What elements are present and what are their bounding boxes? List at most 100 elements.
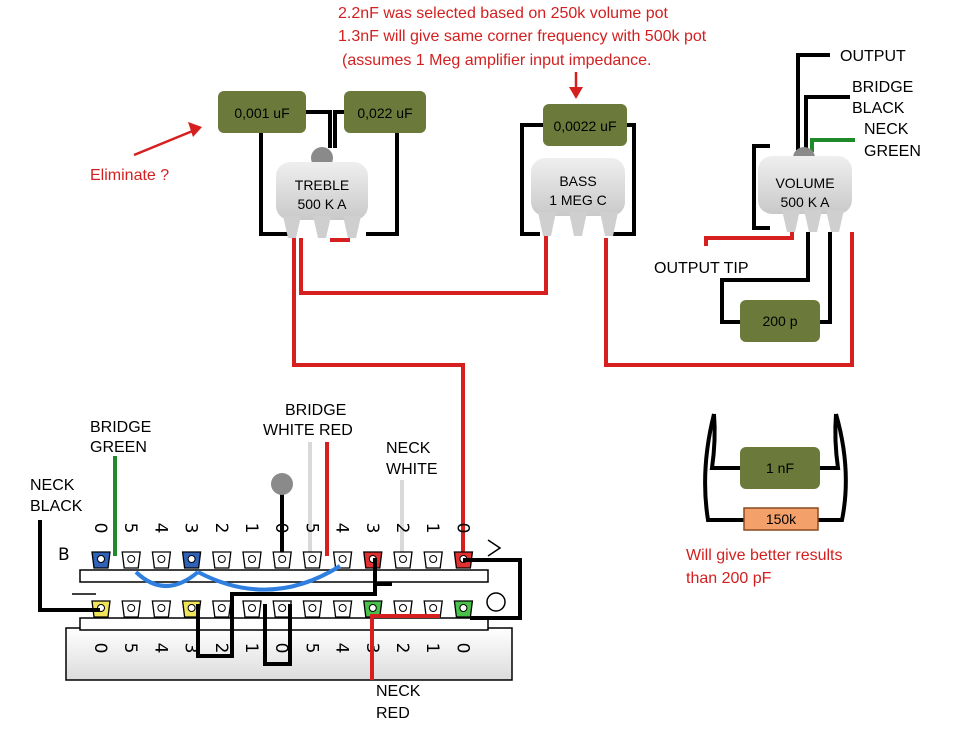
bass-pot-name: BASS xyxy=(559,173,596,189)
label-neck-red-1: NECK xyxy=(376,683,421,700)
switch-bottom-number: 2 xyxy=(392,643,412,654)
bass-pot: BASS 1 MEG C xyxy=(531,158,625,236)
switch-top-number: 3 xyxy=(181,523,201,534)
switch-bottom-number: 1 xyxy=(422,643,442,654)
label-neck-red-2: RED xyxy=(376,705,410,722)
ground-lug xyxy=(271,473,293,495)
switch-lug-hole-bottom-3 xyxy=(187,604,196,612)
treble-pot: TREBLE 500 K A xyxy=(276,147,368,238)
switch-top-number: 0 xyxy=(90,523,110,534)
label-neck-green-2: GREEN xyxy=(864,143,921,160)
switch-bottom-number: 2 xyxy=(211,643,231,654)
switch-lug-hole-bottom-10 xyxy=(399,604,407,612)
switch-lug-hole-top-2 xyxy=(157,555,166,563)
cap-0001uf: 0,001 uF xyxy=(218,91,306,133)
switch-lug-hole-top-4 xyxy=(217,555,226,563)
bass-wires xyxy=(520,123,636,236)
switch-bottom-number: 5 xyxy=(120,643,140,654)
switch-top-number: 5 xyxy=(301,523,321,534)
cap-0022uf-label: 0,022 uF xyxy=(357,105,412,121)
label-bridge-green-2: GREEN xyxy=(90,439,147,456)
bass-pot-value: 1 MEG C xyxy=(549,192,607,208)
switch-lug-hole-top-11 xyxy=(429,555,438,563)
switch-top-number: 4 xyxy=(332,523,352,534)
switch-lug-hole-top-5 xyxy=(248,555,256,563)
switch-lug-hole-top-10 xyxy=(399,555,407,563)
note-arrow-down xyxy=(569,72,583,99)
cap-1nf xyxy=(740,447,820,489)
cap-1nf-label: 1 nF xyxy=(766,460,794,476)
switch-bottom-number: 3 xyxy=(181,643,201,654)
cap-00022uf: 0,0022 uF xyxy=(543,104,627,146)
switch-lug-hole-bottom-8 xyxy=(338,604,347,612)
volume-pot-value: 500 K A xyxy=(780,194,830,210)
treble-pot-name: TREBLE xyxy=(295,177,349,193)
switch-bottom-number: 0 xyxy=(452,643,472,654)
label-neck-white-1: NECK xyxy=(386,440,431,457)
switch-bottom-number: 1 xyxy=(241,643,261,654)
switch-top-number: 2 xyxy=(211,523,231,534)
switch-lug-hole-bottom-9 xyxy=(368,604,377,612)
label-output: OUTPUT xyxy=(840,48,906,65)
eliminate-note: Eliminate ? xyxy=(90,167,169,184)
switch-lug-hole-top-0 xyxy=(97,555,105,563)
better-note-2: than 200 pF xyxy=(686,570,772,587)
note-line-1: 2.2nF was selected based on 250k volume … xyxy=(338,5,669,22)
label-bridge-black-1: BRIDGE xyxy=(852,79,913,96)
label-output-tip: OUTPUT TIP xyxy=(654,260,749,277)
cap-00022uf-label: 0,0022 uF xyxy=(553,118,616,134)
switch-lug-hole-bottom-11 xyxy=(429,604,438,612)
switch-top-number: 0 xyxy=(452,523,472,534)
label-bridge-black-2: BLACK xyxy=(852,100,905,117)
better-note-1: Will give better results xyxy=(686,547,843,564)
switch-wiring xyxy=(38,520,522,680)
switch-top-lugs xyxy=(91,551,474,569)
switch-lug-hole-top-3 xyxy=(187,555,196,563)
pickup-leads xyxy=(113,442,404,556)
label-bridge-white-red-2: WHITE RED xyxy=(263,422,353,439)
cap-0022uf: 0,022 uF xyxy=(344,91,426,133)
switch-lug-hole-bottom-1 xyxy=(127,604,136,612)
label-bridge-white-red-1: BRIDGE xyxy=(285,402,346,419)
cap-0001uf-label: 0,001 uF xyxy=(234,105,289,121)
rc-network: 1 nF 150k xyxy=(703,413,848,531)
switch-top-number: 1 xyxy=(241,523,261,534)
switch-bottom-number: 5 xyxy=(301,643,321,654)
selector-switch: B xyxy=(58,539,513,681)
switch-lug-hole-bottom-5 xyxy=(248,604,256,612)
switch-lug-hole-top-7 xyxy=(308,555,317,563)
resistor-150k-label: 150k xyxy=(766,511,797,527)
switch-lug-hole-bottom-6 xyxy=(278,604,287,612)
note-line-3: (assumes 1 Meg amplifier input impedance… xyxy=(342,52,651,69)
volume-pot-name: VOLUME xyxy=(775,175,834,191)
red-signal-wires xyxy=(292,232,854,555)
switch-lug-hole-bottom-7 xyxy=(308,604,317,612)
volume-wires xyxy=(704,53,855,324)
treble-pot-value: 500 K A xyxy=(297,196,347,212)
switch-top-number: 1 xyxy=(422,523,442,534)
switch-lug-hole-bottom-4 xyxy=(217,604,226,612)
switch-lug-hole-top-6 xyxy=(278,555,287,563)
resistor-150k xyxy=(743,507,819,531)
label-bridge-green-1: BRIDGE xyxy=(90,419,151,436)
switch-lug-hole-top-8 xyxy=(338,555,347,563)
switch-top-number: 2 xyxy=(392,523,412,534)
switch-lug-hole-top-1 xyxy=(127,555,136,563)
cap-200p-label: 200 p xyxy=(762,313,797,329)
label-neck-green-1: NECK xyxy=(864,121,909,138)
switch-lug-hole-bottom-2 xyxy=(157,604,166,612)
switch-side-b: B xyxy=(58,545,70,565)
switch-top-number: 3 xyxy=(362,523,382,534)
switch-bottom-number: 0 xyxy=(271,643,291,654)
label-neck-black-2: BLACK xyxy=(30,498,83,515)
switch-top-number: 4 xyxy=(150,523,170,534)
switch-bottom-number: 0 xyxy=(90,643,110,654)
switch-top-number: 0 xyxy=(271,523,291,534)
volume-pot: VOLUME 500 K A xyxy=(758,147,852,232)
switch-bottom-number: 4 xyxy=(150,643,170,654)
note-line-2: 1.3nF will give same corner frequency wi… xyxy=(338,28,707,45)
switch-lug-hole-bottom-12 xyxy=(459,604,468,612)
label-neck-white-2: WHITE xyxy=(386,461,438,478)
